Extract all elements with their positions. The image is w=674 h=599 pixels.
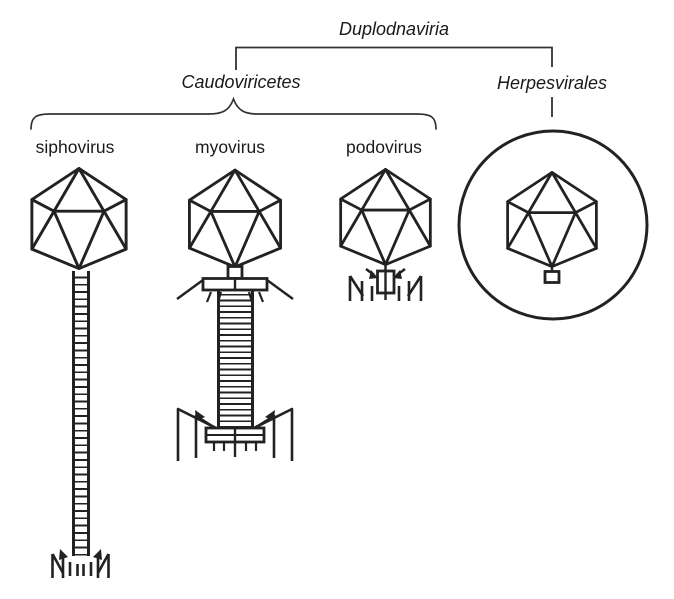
siphovirus-capsid xyxy=(30,167,128,270)
realm-bracket xyxy=(235,46,553,70)
myovirus-capsid xyxy=(188,168,282,269)
podovirus-capsid xyxy=(339,168,432,266)
morphotype-label-myovirus: myovirus xyxy=(194,137,266,157)
siphovirus-illustration xyxy=(30,167,128,578)
siphovirus-tail-fibers xyxy=(51,549,110,578)
herpesvirus-capsid xyxy=(506,171,598,268)
myovirus-baseplate xyxy=(204,426,266,457)
herpesvirus-portal xyxy=(543,266,561,284)
siphovirus-tail xyxy=(72,271,90,556)
herpesvirus-illustration xyxy=(457,129,649,321)
myovirus-tail-fibers xyxy=(176,407,294,461)
order-label: Herpesvirales xyxy=(496,73,608,93)
morphotype-label-siphovirus: siphovirus xyxy=(35,137,115,157)
herpesvirus-envelope xyxy=(457,129,649,321)
podovirus-tail-fibers xyxy=(348,267,423,301)
class-label: Caudoviricetes xyxy=(181,72,301,92)
realm-label: Duplodnaviria xyxy=(338,19,450,39)
myovirus-illustration xyxy=(176,168,294,461)
class-brace xyxy=(30,96,437,130)
myovirus-tail-sheath xyxy=(216,290,254,428)
podovirus-illustration xyxy=(339,168,432,301)
podovirus-tail xyxy=(376,264,396,300)
morphotype-label-podovirus: podovirus xyxy=(346,137,422,157)
